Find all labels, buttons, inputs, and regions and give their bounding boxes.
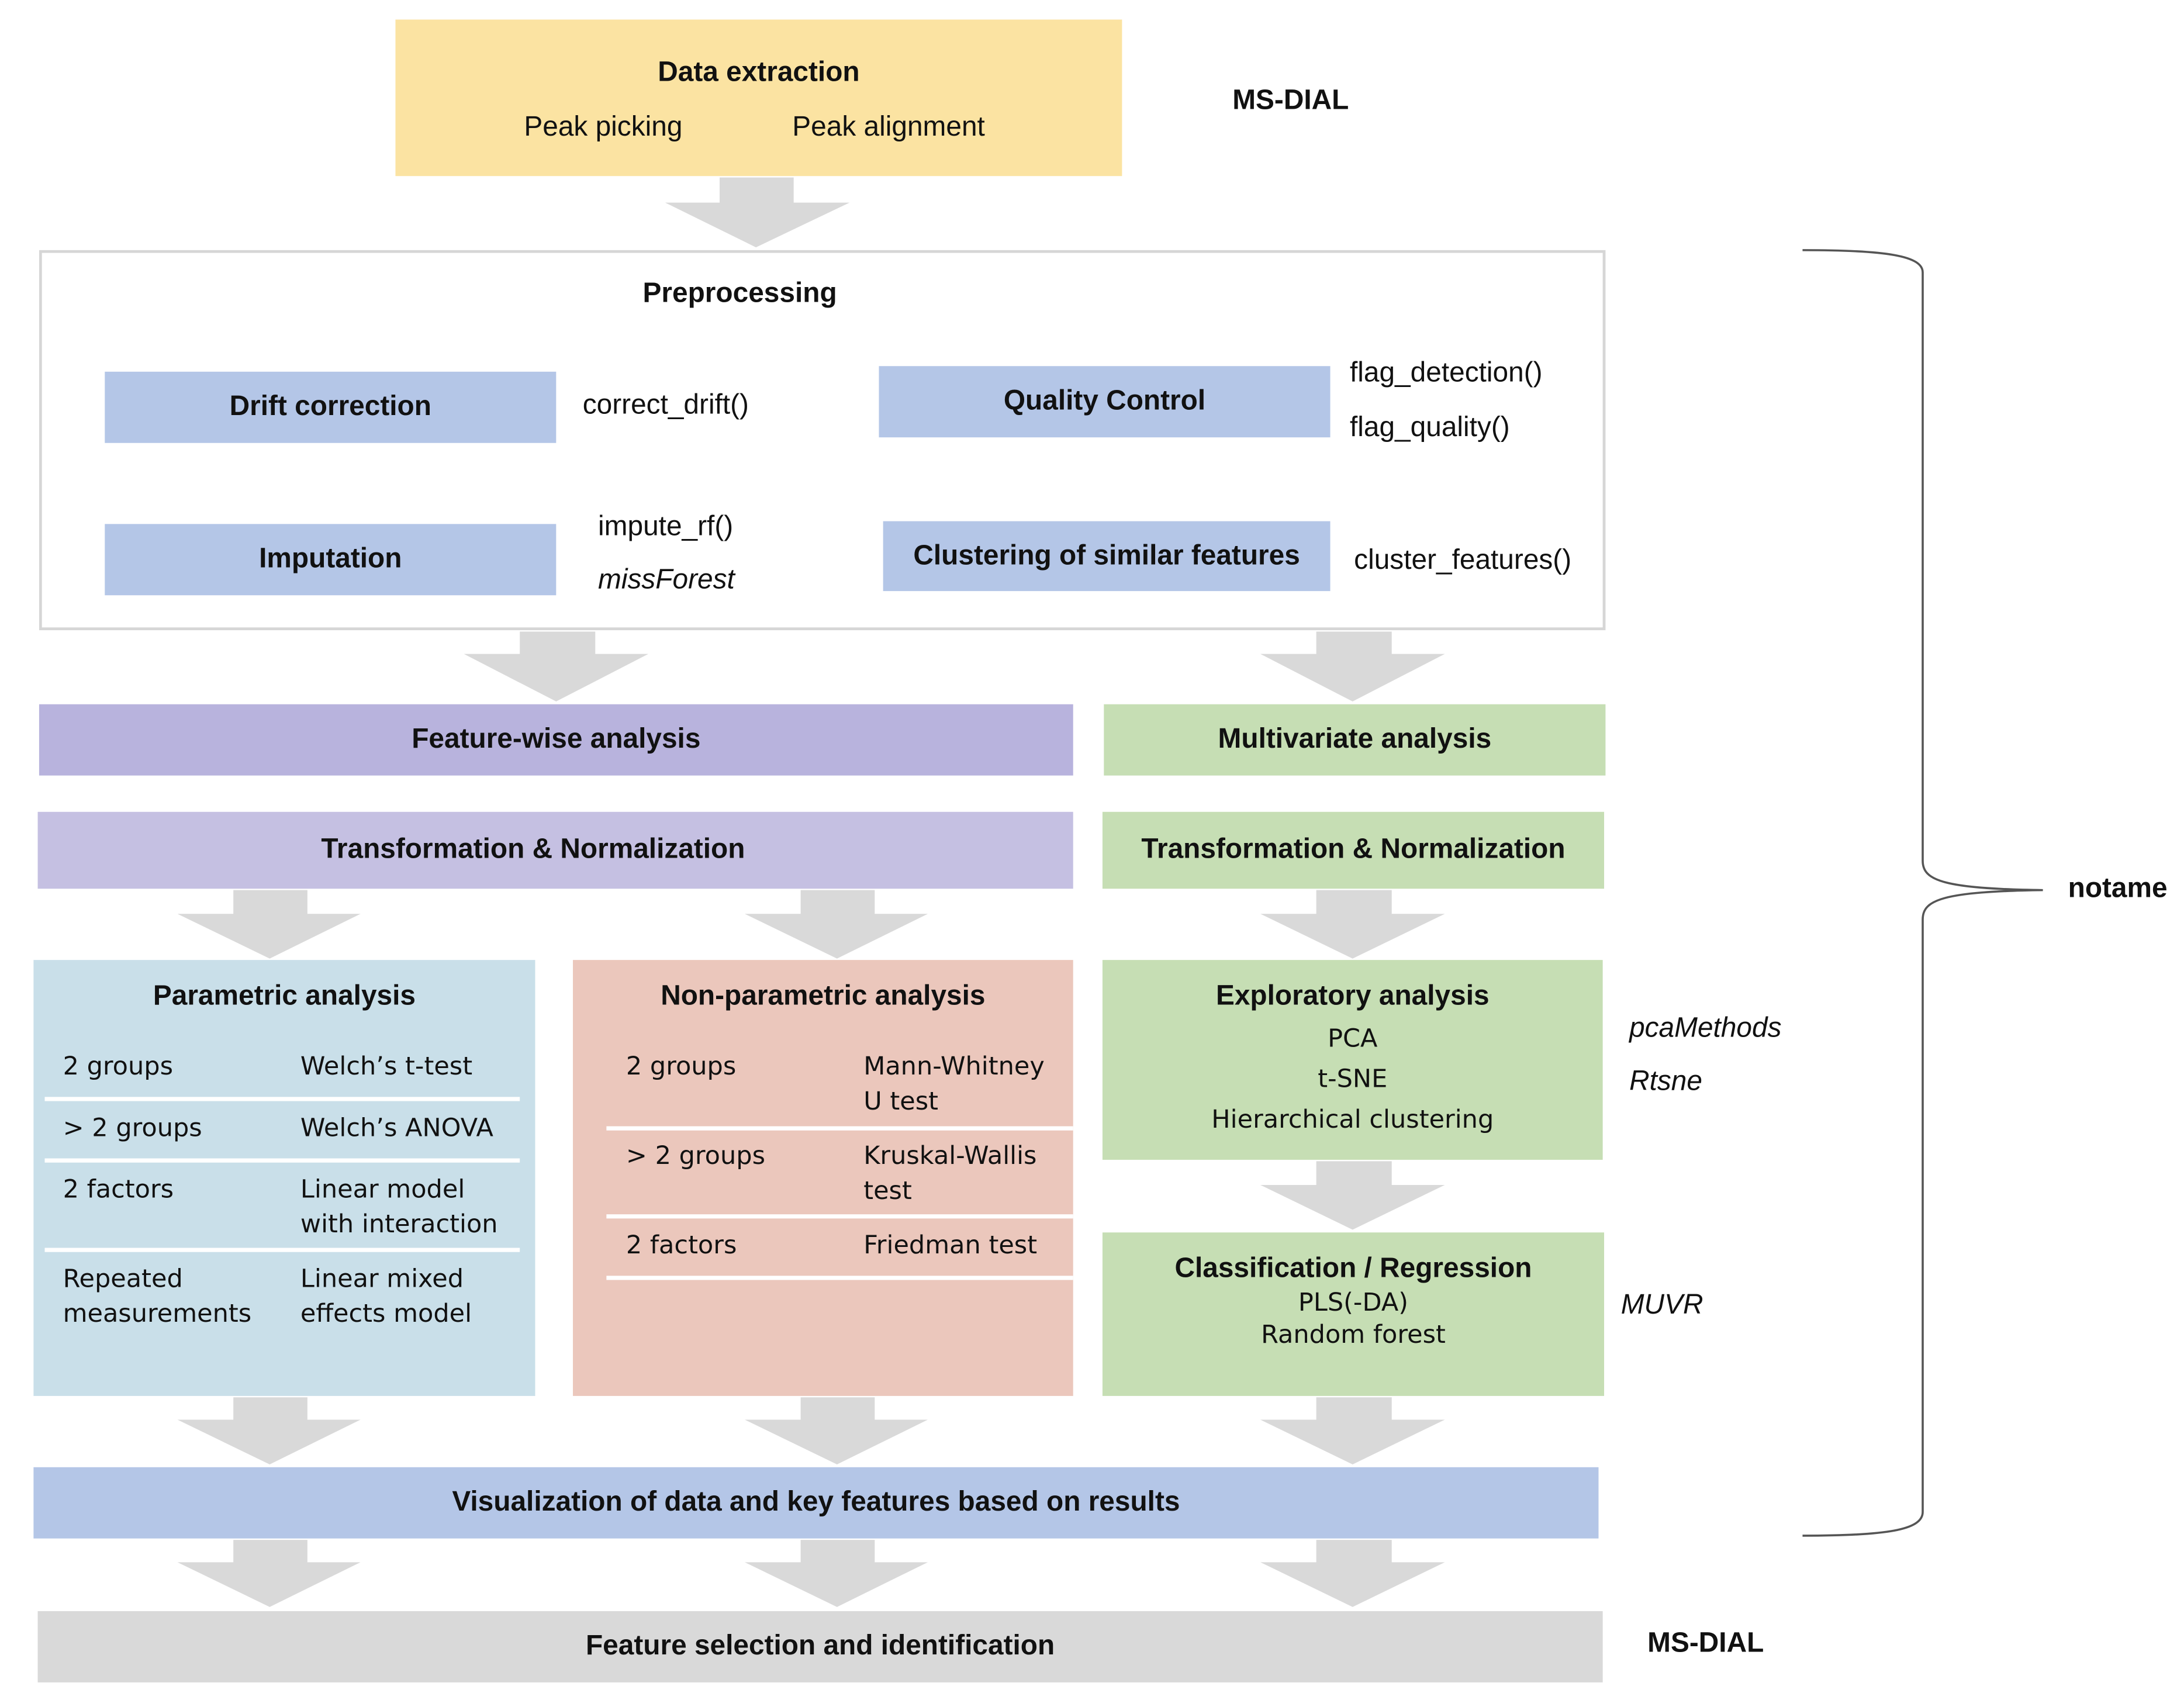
classification-method-plsda: PLS(-DA) — [1298, 1288, 1409, 1318]
exploratory-method-pca: PCA — [1328, 1024, 1378, 1054]
notame-label: notame — [2068, 873, 2168, 904]
peak-picking-label: Peak picking — [524, 112, 683, 143]
cluster-features-function: cluster_features() — [1354, 545, 1572, 576]
arrow-classification-to-visualization — [1260, 1397, 1445, 1465]
arrow-extraction-to-preprocessing — [665, 177, 850, 248]
arrow-to-parametric — [177, 890, 361, 959]
arrow-visualization-to-selection-middle — [745, 1540, 928, 1607]
parametric-row-divider — [44, 1248, 520, 1252]
featurewise-transform-box: Transformation & Normalization — [37, 811, 1073, 889]
parametric-test-3: Linear model with interaction — [300, 1175, 498, 1240]
nonparametric-row-divider — [606, 1214, 1073, 1219]
parametric-row-divider — [44, 1097, 520, 1101]
classification-title: Classification / Regression — [1174, 1253, 1532, 1284]
arrow-nonparametric-to-visualization — [745, 1397, 928, 1465]
quality-control-box: Quality Control — [879, 366, 1331, 438]
data-extraction-title: Data extraction — [658, 57, 860, 88]
preprocessing-title: Preprocessing — [642, 278, 837, 309]
correct-drift-function: correct_drift() — [582, 389, 749, 421]
exploratory-method-hclust: Hierarchical clustering — [1211, 1105, 1494, 1135]
nonparametric-design-3: 2 factors — [626, 1231, 737, 1261]
parametric-design-4: Repeated measurements — [63, 1264, 252, 1329]
nonparametric-test-1: Mann-Whitney U test — [863, 1052, 1045, 1117]
arrow-parametric-to-visualization — [177, 1397, 361, 1465]
rtsne-package: Rtsne — [1629, 1066, 1702, 1097]
pcamethods-package: pcaMethods — [1629, 1013, 1782, 1044]
parametric-row-divider — [44, 1158, 520, 1163]
exploratory-method-tsne: t-SNE — [1318, 1065, 1388, 1094]
muvr-package: MUVR — [1620, 1290, 1703, 1321]
parametric-test-2: Welch’s ANOVA — [300, 1114, 493, 1143]
nonparametric-row-divider — [606, 1276, 1073, 1280]
classification-method-rf: Random forest — [1261, 1320, 1446, 1350]
flag-detection-function: flag_detection() — [1350, 357, 1543, 389]
impute-rf-function: impute_rf() — [598, 511, 734, 543]
missforest-package: missForest — [598, 564, 735, 596]
peak-alignment-label: Peak alignment — [792, 112, 985, 143]
extraction-tool-label: MS-DIAL — [1232, 85, 1349, 116]
parametric-design-2: > 2 groups — [63, 1114, 202, 1143]
parametric-design-3: 2 factors — [63, 1175, 174, 1205]
nonparametric-design-2: > 2 groups — [626, 1141, 766, 1172]
exploratory-title: Exploratory analysis — [1215, 980, 1490, 1012]
multivariate-transform-box: Transformation & Normalization — [1102, 811, 1605, 889]
arrow-preprocessing-to-featurewise — [464, 631, 649, 702]
arrow-visualization-to-selection-right — [1260, 1540, 1445, 1607]
arrow-to-nonparametric — [745, 890, 928, 959]
parametric-analysis-box: Parametric analysis 2 groups Welch’s t-t… — [33, 960, 535, 1396]
nonparametric-row-divider — [606, 1126, 1073, 1131]
arrow-visualization-to-selection-left — [177, 1540, 361, 1607]
selection-tool-label: MS-DIAL — [1647, 1628, 1764, 1659]
featurewise-transform-label: Transformation & Normalization — [321, 834, 745, 865]
imputation-box: Imputation — [105, 524, 557, 596]
flag-quality-function: flag_quality() — [1350, 412, 1510, 443]
feature-selection-box: Feature selection and identification — [37, 1611, 1603, 1682]
exploratory-analysis-box: Exploratory analysis PCA t-SNE Hierarchi… — [1102, 960, 1603, 1160]
multivariate-analysis-box: Multivariate analysis — [1104, 704, 1606, 776]
nonparametric-test-2: Kruskal-Wallis test — [863, 1141, 1037, 1206]
drift-correction-box: Drift correction — [105, 371, 557, 443]
featurewise-analysis-box: Feature-wise analysis — [39, 704, 1073, 776]
arrow-to-exploratory — [1260, 890, 1445, 959]
clustering-box: Clustering of similar features — [883, 521, 1331, 592]
nonparametric-analysis-box: Non-parametric analysis 2 groups Mann-Wh… — [573, 960, 1073, 1396]
nonparametric-test-3: Friedman test — [863, 1231, 1038, 1261]
arrow-exploratory-to-classification — [1260, 1161, 1445, 1230]
parametric-title: Parametric analysis — [153, 980, 416, 1012]
notame-brace — [1802, 249, 2043, 1537]
arrow-preprocessing-to-multivariate — [1260, 631, 1445, 702]
parametric-test-4: Linear mixed effects model — [300, 1264, 472, 1329]
visualization-box: Visualization of data and key features b… — [33, 1467, 1599, 1539]
nonparametric-design-1: 2 groups — [626, 1052, 737, 1082]
classification-regression-box: Classification / Regression PLS(-DA) Ran… — [1102, 1232, 1605, 1396]
parametric-design-1: 2 groups — [63, 1052, 174, 1082]
nonparametric-title: Non-parametric analysis — [661, 980, 986, 1012]
preprocessing-panel: Preprocessing — [39, 250, 1606, 631]
parametric-test-1: Welch’s t-test — [300, 1052, 473, 1082]
data-extraction-box: Data extraction Peak picking Peak alignm… — [395, 19, 1122, 177]
